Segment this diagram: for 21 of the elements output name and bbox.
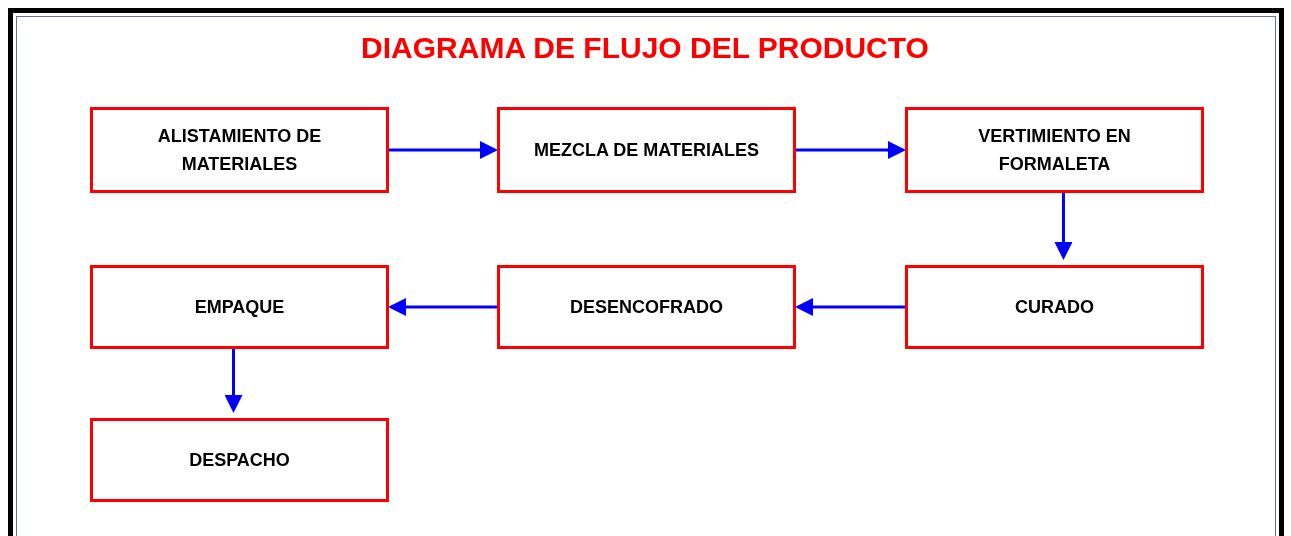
box-label: DESPACHO — [189, 449, 290, 472]
arrow — [796, 141, 906, 159]
box-label: ALISTAMIENTO DE MATERIALES — [156, 125, 323, 176]
arrow — [388, 298, 497, 316]
process-box — [90, 107, 389, 193]
process-box — [90, 418, 389, 502]
box-label: EMPAQUE — [194, 296, 285, 319]
process-box — [90, 265, 389, 349]
arrow — [795, 298, 905, 316]
arrow — [389, 141, 498, 159]
box-label: VERTIMIENTO EN FORMALETA — [977, 125, 1132, 176]
arrow — [224, 349, 243, 413]
box-label: MEZCLA DE MATERIALES — [534, 139, 759, 162]
process-box — [905, 107, 1204, 193]
process-box — [497, 107, 796, 193]
box-label: CURADO — [1015, 296, 1094, 319]
box-label: DESENCOFRADO — [570, 296, 723, 319]
process-box — [497, 265, 796, 349]
diagram-title: DIAGRAMA DE FLUJO DEL PRODUCTO — [360, 30, 930, 66]
arrow — [1054, 193, 1073, 260]
process-box — [905, 265, 1204, 349]
